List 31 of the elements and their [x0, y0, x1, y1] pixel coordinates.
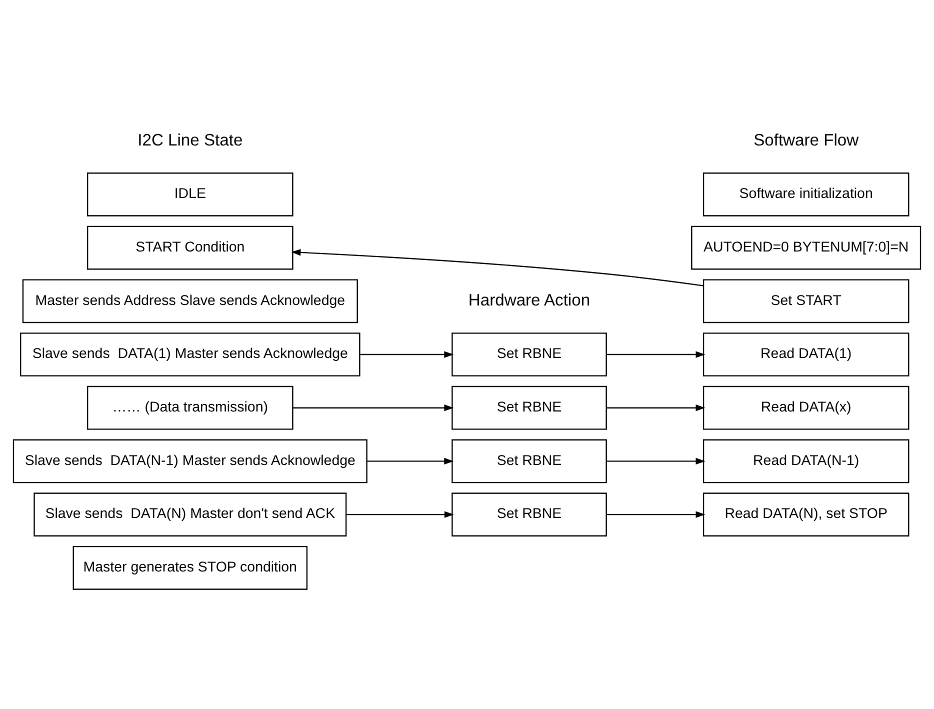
arrow [291, 249, 704, 286]
node-box: …… (Data transmission) [87, 386, 294, 430]
label: I2C Line State [138, 130, 243, 150]
node-box: Slave sends DATA(N-1) Master sends Acknowledge [12, 439, 368, 484]
node-box: AUTOEND=0 BYTENUM[7:0]=N [691, 226, 922, 270]
arrow [292, 404, 454, 412]
node-box: Set RBNE [452, 332, 607, 376]
node-box: Read DATA(1) [702, 332, 910, 376]
label: Hardware Action [468, 290, 590, 310]
node-box: Master sends Address Slave sends Acknowledge [22, 279, 358, 324]
arrow [606, 404, 706, 412]
arrow [606, 511, 706, 518]
label: Software Flow [754, 130, 859, 150]
node-box: Slave sends DATA(N) Master don't send ACK [34, 492, 347, 536]
arrow [360, 351, 454, 358]
node-box: Software initialization [702, 172, 910, 216]
node-box: Set RBNE [452, 386, 607, 430]
arrow [367, 458, 454, 465]
node-box: IDLE [87, 172, 294, 216]
node-box: Read DATA(N-1) [702, 439, 910, 484]
node-box: Read DATA(x) [702, 386, 910, 430]
arrow [606, 351, 706, 358]
node-box: Master generates STOP condition [72, 546, 308, 590]
arrow [606, 458, 706, 465]
node-box: Read DATA(N), set STOP [702, 492, 910, 536]
arrow [346, 511, 454, 518]
node-box: Slave sends DATA(1) Master sends Acknowledge [20, 332, 360, 376]
node-box: Set RBNE [452, 492, 607, 536]
node-box: Set START [702, 279, 910, 324]
node-box: Set RBNE [452, 439, 607, 484]
node-box: START Condition [87, 226, 294, 270]
